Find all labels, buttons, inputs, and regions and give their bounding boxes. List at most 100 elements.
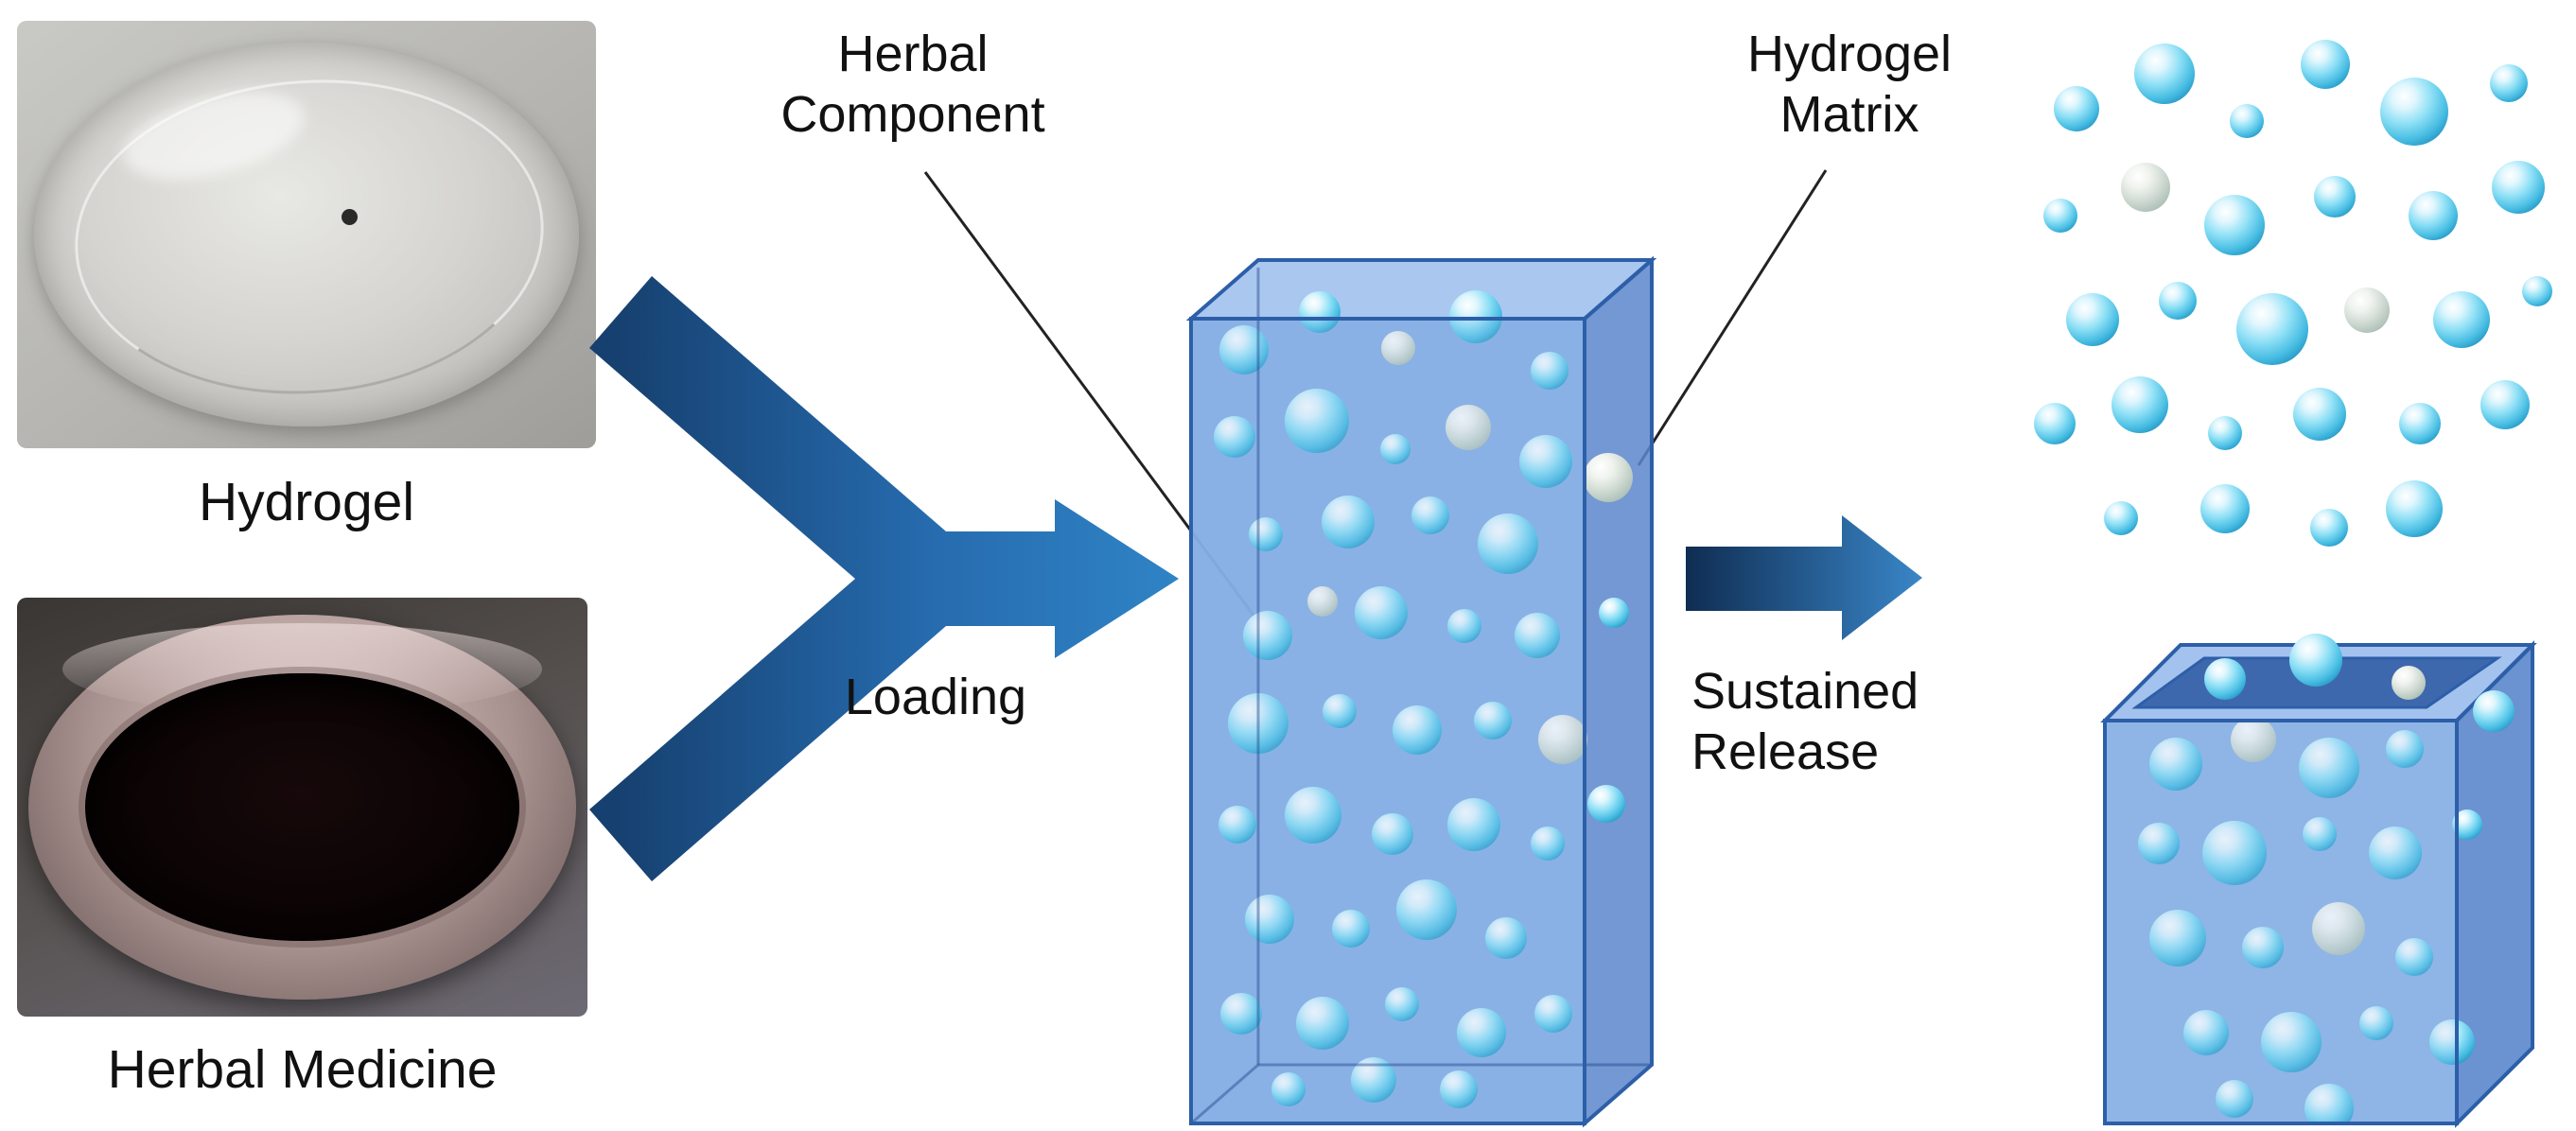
sustained-release-label: Sustained Release bbox=[1691, 663, 1919, 780]
bubble bbox=[2289, 634, 2342, 687]
bubble bbox=[2204, 195, 2265, 255]
bubble bbox=[1457, 1008, 1506, 1057]
loading-label: Loading bbox=[844, 669, 1027, 725]
bubble bbox=[1243, 611, 1292, 660]
bubble bbox=[2344, 287, 2390, 333]
bubble bbox=[1534, 995, 1572, 1033]
merge-arrow-upper-bar bbox=[589, 276, 968, 622]
bubble bbox=[1446, 405, 1491, 450]
bubble bbox=[1447, 798, 1500, 851]
bubble bbox=[1393, 705, 1442, 755]
bubble bbox=[2112, 376, 2168, 433]
bubble bbox=[1440, 1070, 1478, 1108]
bubble bbox=[2492, 161, 2545, 214]
bubble bbox=[1307, 586, 1338, 617]
released-bubbles bbox=[2034, 40, 2552, 547]
bubble bbox=[2236, 293, 2308, 365]
bubble bbox=[1323, 694, 1357, 728]
bubble bbox=[2473, 690, 2515, 732]
bubble bbox=[2395, 938, 2433, 976]
bubble bbox=[1584, 453, 1633, 502]
prism-front-tint bbox=[1191, 319, 1585, 1123]
bubble bbox=[1220, 993, 1262, 1035]
bubble bbox=[1474, 702, 1512, 740]
hydrogel-caption: Hydrogel bbox=[198, 472, 415, 532]
cube-right-face bbox=[2457, 645, 2532, 1123]
bubble bbox=[2359, 1006, 2393, 1040]
bubble bbox=[2138, 823, 2180, 864]
bubble bbox=[2429, 1019, 2475, 1065]
cube-inner-rim-outline bbox=[2131, 656, 2502, 709]
bubble bbox=[1515, 613, 1560, 658]
bubble bbox=[1519, 435, 1572, 488]
bubble bbox=[1381, 331, 1415, 365]
bubble bbox=[2149, 738, 2202, 791]
bubble bbox=[2261, 1012, 2322, 1072]
bubble bbox=[2200, 484, 2250, 533]
merge-arrow-shaft bbox=[880, 531, 1064, 626]
bubble bbox=[2231, 717, 2276, 762]
sustained-release-arrow bbox=[1686, 515, 1922, 640]
prism-top-face bbox=[1191, 260, 1652, 319]
open-hydrogel-cube bbox=[2100, 634, 2537, 1128]
bubble bbox=[2312, 902, 2365, 955]
bubble bbox=[2121, 163, 2170, 212]
bubble bbox=[1285, 389, 1349, 453]
cube-top-rim bbox=[2105, 645, 2532, 721]
bubble bbox=[2314, 176, 2356, 218]
bubble bbox=[2386, 480, 2443, 537]
bubble bbox=[1485, 917, 1527, 959]
bubble bbox=[2208, 416, 2242, 450]
cube-front-tint bbox=[2105, 721, 2457, 1123]
herbal-medicine-photo bbox=[17, 598, 587, 1017]
bubble bbox=[1599, 598, 1629, 628]
herbal-liquid bbox=[85, 672, 519, 942]
hydrogel-speck bbox=[341, 208, 358, 225]
prism-side-outline bbox=[1583, 255, 1654, 1128]
bubble bbox=[2159, 282, 2197, 320]
bubble bbox=[1214, 416, 1255, 458]
prism-hidden-edge bbox=[1190, 1063, 1259, 1125]
bubble bbox=[1478, 513, 1538, 574]
bubble bbox=[2204, 658, 2246, 700]
bubble bbox=[1411, 496, 1449, 534]
prism-bubbles bbox=[1214, 290, 1633, 1108]
cube-spill-bubbles bbox=[2204, 634, 2515, 732]
hydrogel-matrix-prism bbox=[1185, 255, 1657, 1128]
bubble bbox=[1531, 352, 1568, 390]
bubble bbox=[1285, 787, 1341, 844]
bubble bbox=[2202, 821, 2267, 885]
hydrogel-matrix-pointer-line bbox=[1637, 169, 1828, 466]
bubble bbox=[2299, 738, 2359, 798]
bubble bbox=[2242, 927, 2284, 968]
bubble bbox=[2304, 1084, 2354, 1123]
bubble bbox=[1296, 997, 1349, 1050]
herbal-component-label: Herbal Component bbox=[780, 26, 1045, 143]
bubble bbox=[2452, 809, 2482, 840]
merge-arrow-head bbox=[1055, 499, 1179, 658]
bubble bbox=[1538, 715, 1587, 764]
release-arrow-shaft bbox=[1686, 547, 1845, 611]
bubble bbox=[2230, 104, 2264, 138]
bubble bbox=[1332, 910, 1370, 948]
bubble bbox=[1322, 496, 1375, 548]
cube-bubbles bbox=[2138, 717, 2482, 1123]
bubble bbox=[2399, 403, 2441, 444]
bubble bbox=[2386, 730, 2424, 768]
bubble bbox=[1249, 517, 1283, 551]
bubble bbox=[2303, 817, 2337, 851]
bubble bbox=[1218, 806, 1256, 844]
bubble bbox=[2054, 86, 2099, 131]
bubble bbox=[2043, 199, 2077, 233]
bubble bbox=[1351, 1057, 1396, 1103]
bubble bbox=[1587, 785, 1625, 823]
bubble bbox=[1219, 325, 1269, 374]
cube-top-outline bbox=[2100, 643, 2537, 722]
bubble bbox=[2293, 388, 2346, 441]
bubble bbox=[2301, 40, 2350, 89]
bubble bbox=[2066, 293, 2119, 346]
bubble bbox=[2380, 78, 2448, 146]
bubble bbox=[2392, 666, 2426, 700]
